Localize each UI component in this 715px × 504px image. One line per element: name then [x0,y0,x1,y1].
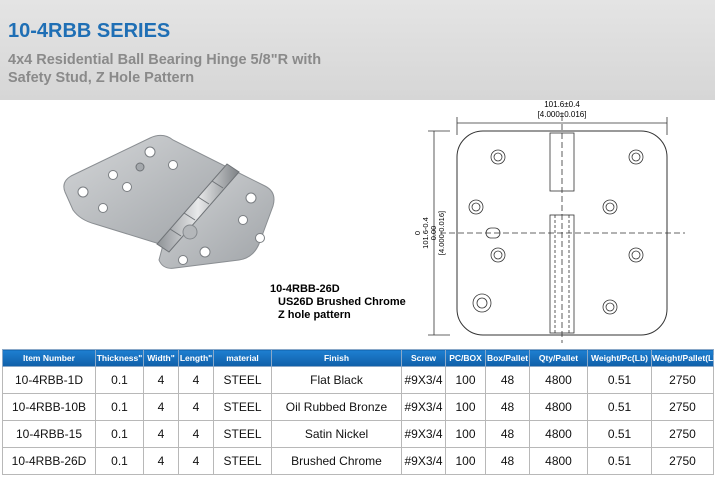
cell-box-pallet: 48 [485,393,530,421]
height-dimension-in: [4.000-0.016] [437,211,446,255]
table-row: 10-4RBB-15 0.1 4 4 STEEL Satin Nickel #9… [2,420,714,448]
cell-thickness: 0.1 [95,393,144,421]
cell-finish: Brushed Chrome [271,447,402,475]
cell-width: 4 [143,420,179,448]
cell-item-number: 10-4RBB-10B [2,393,96,421]
caption-finish: US26D Brushed Chrome [278,296,406,308]
cell-item-number: 10-4RBB-1D [2,366,96,394]
knuckle-top [549,132,575,192]
header-weight-pc: Weight/Pc(Lb) [587,349,652,367]
height-dimension-mm: 101.6-0.4 [421,217,430,249]
cell-finish: Flat Black [271,366,402,394]
hinge-leaf-right [158,169,275,269]
cell-material: STEEL [213,366,272,394]
hinge-barrel [156,163,240,253]
header-width: Width" [143,349,179,367]
header-thickness: Thickness" [95,349,144,367]
cell-screw: #9X3/4 [401,420,446,448]
cell-width: 4 [143,447,179,475]
table-row: 10-4RBB-26D 0.1 4 4 STEEL Brushed Chrome… [2,447,714,475]
subtitle-line-2: Safety Stud, Z Hole Pattern [8,70,195,86]
cell-length: 4 [178,447,214,475]
cell-pc-box: 100 [445,393,486,421]
cell-finish: Oil Rubbed Bronze [271,393,402,421]
header-screw: Screw [401,349,446,367]
cell-qty-pallet: 4800 [529,366,588,394]
header-weight-pallet: Weight/Pallet(Lb) [651,349,715,367]
cell-box-pallet: 48 [485,447,530,475]
table-row: 10-4RBB-10B 0.1 4 4 STEEL Oil Rubbed Bro… [2,393,714,421]
width-dimension-mm: 101.6±0.4 [544,100,580,109]
header-qty-pallet: Qty/Pallet [529,349,588,367]
hinge-photo [63,134,275,269]
cell-qty-pallet: 4800 [529,447,588,475]
cell-screw: #9X3/4 [401,393,446,421]
cell-material: STEEL [213,393,272,421]
cell-length: 4 [178,366,214,394]
width-dimension-in: [4.000±0.016] [538,110,587,119]
technical-drawing: 101.6±0.4 [4.000±0.016] 0 101.6-0.4 0.00… [413,100,685,343]
cell-item-number: 10-4RBB-15 [2,420,96,448]
header-length: Length" [178,349,214,367]
subtitle-line-1: 4x4 Residential Ball Bearing Hinge 5/8"R… [8,52,322,68]
header-finish: Finish [271,349,402,367]
cell-weight-pallet: 2750 [651,447,714,475]
height-dimension-tol: 0.00 [429,226,438,241]
cell-weight-pc: 0.51 [587,447,652,475]
hinge-leaf-left [63,134,234,246]
cell-width: 4 [143,366,179,394]
cell-weight-pallet: 2750 [651,420,714,448]
height-dimension-zero: 0 [413,231,422,235]
specifications-table: Item Number Thickness" Width" Length" ma… [2,349,715,475]
cell-pc-box: 100 [445,366,486,394]
cell-box-pallet: 48 [485,366,530,394]
header-pc-box: PC/BOX [445,349,486,367]
caption-model: 10-4RBB-26D [270,283,340,295]
caption-pattern: Z hole pattern [278,309,351,321]
cell-box-pallet: 48 [485,420,530,448]
cell-pc-box: 100 [445,447,486,475]
cell-item-number: 10-4RBB-26D [2,447,96,475]
product-subtitle: 4x4 Residential Ball Bearing Hinge 5/8"R… [8,51,321,87]
header-item-number: Item Number [2,349,96,367]
cell-thickness: 0.1 [95,420,144,448]
cell-material: STEEL [213,447,272,475]
cell-screw: #9X3/4 [401,447,446,475]
cell-finish: Satin Nickel [271,420,402,448]
cell-material: STEEL [213,420,272,448]
cell-thickness: 0.1 [95,366,144,394]
cell-weight-pallet: 2750 [651,393,714,421]
series-title: 10-4RBB SERIES [8,20,171,42]
cell-qty-pallet: 4800 [529,420,588,448]
cell-weight-pallet: 2750 [651,366,714,394]
cell-weight-pc: 0.51 [587,366,652,394]
cell-length: 4 [178,420,214,448]
cell-thickness: 0.1 [95,447,144,475]
cell-length: 4 [178,393,214,421]
knuckle-bottom [549,214,575,334]
cell-screw: #9X3/4 [401,366,446,394]
header-material: material [213,349,272,367]
table-row: 10-4RBB-1D 0.1 4 4 STEEL Flat Black #9X3… [2,366,714,394]
header-band: 10-4RBB SERIES 4x4 Residential Ball Bear… [0,0,715,100]
cell-qty-pallet: 4800 [529,393,588,421]
cell-weight-pc: 0.51 [587,420,652,448]
table-header-row: Item Number Thickness" Width" Length" ma… [2,349,715,367]
cell-weight-pc: 0.51 [587,393,652,421]
cell-width: 4 [143,393,179,421]
header-box-pallet: Box/Pallet [485,349,530,367]
cell-pc-box: 100 [445,420,486,448]
product-caption: 10-4RBB-26D US26D Brushed Chrome Z hole … [270,283,406,322]
